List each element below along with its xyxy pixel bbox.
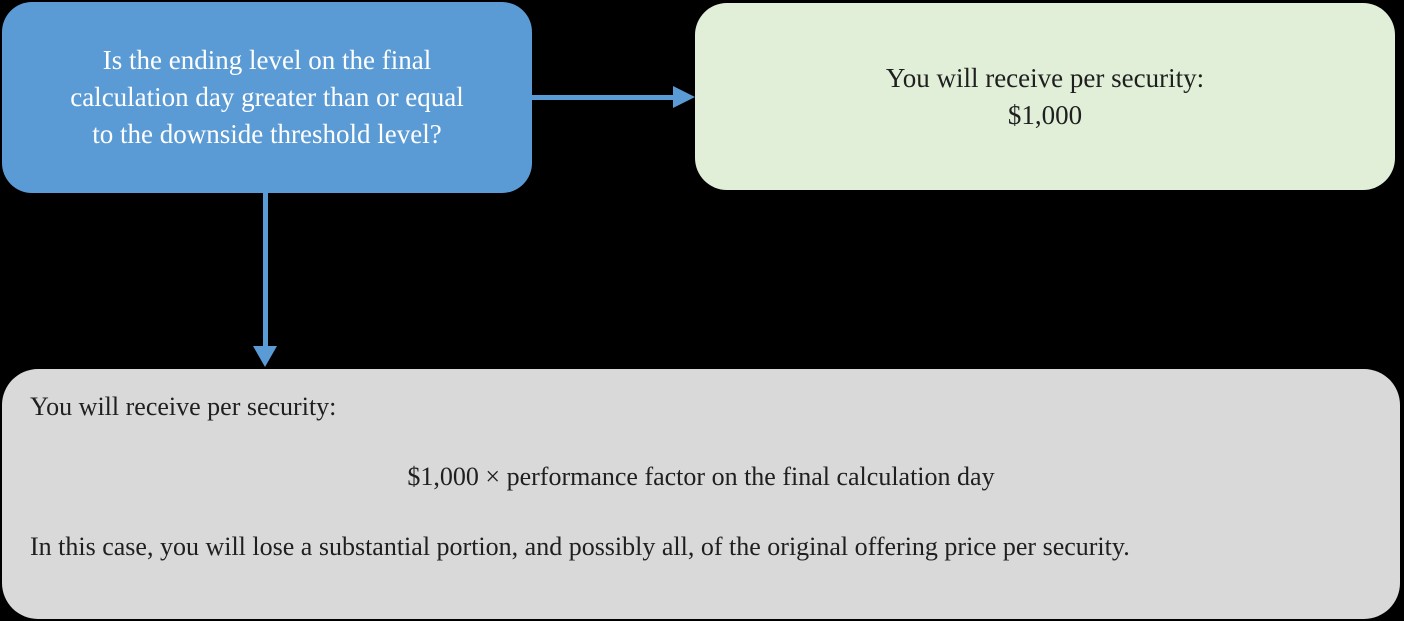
decision-question-line: calculation day greater than or equal xyxy=(70,82,464,112)
down-connector-line xyxy=(263,193,268,346)
arrow-down-icon xyxy=(253,346,277,367)
negative-outcome-formula: $1,000 × performance factor on the final… xyxy=(407,462,995,491)
right-connector-line xyxy=(530,95,675,100)
positive-outcome-box: You will receive per security: $1,000 xyxy=(695,3,1395,190)
decision-question-line: Is the ending level on the final xyxy=(102,45,432,75)
decision-box: Is the ending level on the final calcula… xyxy=(2,2,532,193)
positive-outcome-line: You will receive per security: xyxy=(885,62,1205,93)
negative-outcome-box: You will receive per security: $1,000 × … xyxy=(2,369,1400,619)
negative-outcome-intro: You will receive per security: xyxy=(30,392,337,421)
decision-question-line: to the downside threshold level? xyxy=(92,119,442,149)
arrow-right-icon xyxy=(673,86,695,108)
negative-outcome-note: In this case, you will lose a substantia… xyxy=(30,532,1130,561)
positive-outcome-amount: $1,000 xyxy=(1007,99,1083,130)
